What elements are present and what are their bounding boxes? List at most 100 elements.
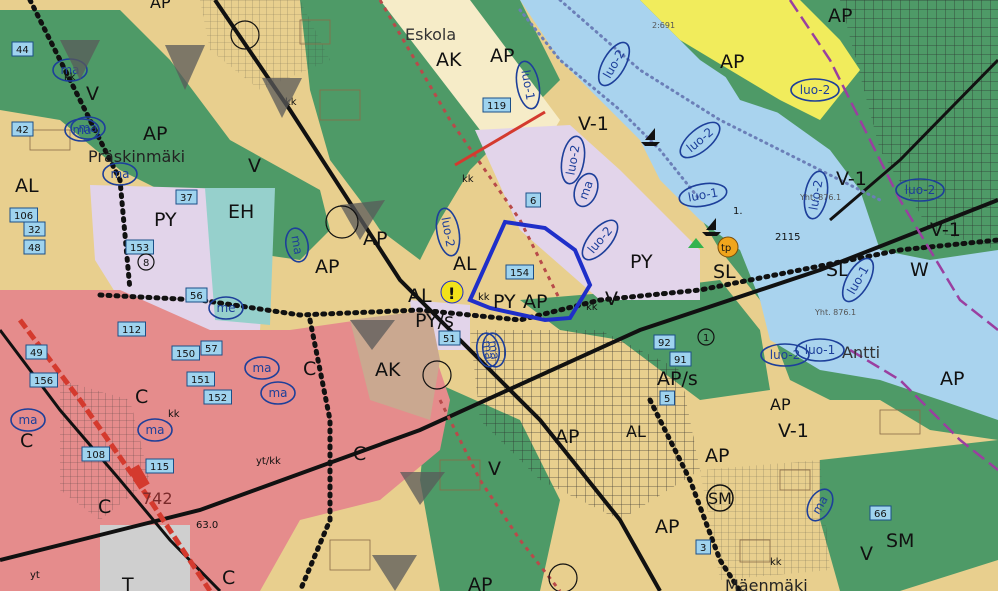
tree-arrow-icon (60, 40, 100, 80)
grid-east-lake (840, 0, 998, 250)
label-742: 742 (142, 489, 173, 508)
zone-label-pys: PY/s (415, 310, 454, 332)
label-kk: kk (770, 557, 782, 568)
water-lake (520, 0, 998, 420)
oval-label: ma (145, 423, 164, 437)
label-kk: kk (478, 292, 490, 303)
shoreline-circle-line (518, 8, 702, 202)
dotted-boundary-south (297, 317, 333, 591)
oval-luo2: luo-2 (790, 78, 840, 102)
cemetery-eh (205, 188, 275, 325)
zone-label-v1: V-1 (578, 113, 609, 135)
dotted-boundary-east (647, 397, 743, 591)
number-box: 119 (482, 97, 511, 113)
oval-label: ma (78, 121, 97, 135)
oval-ma: ma (102, 162, 138, 186)
number-box: 51 (438, 330, 461, 346)
oval-me: me (208, 296, 244, 320)
zone-label-ap: AP (490, 45, 514, 67)
oval-luo1: luo-1 (795, 338, 845, 362)
zone-label-ap: AP (655, 516, 679, 538)
label-kk: kk (586, 302, 598, 313)
small-circle-marker (422, 360, 452, 390)
circled-8-marker (137, 253, 155, 271)
oval-label: ma (288, 234, 305, 255)
purple-dashed-line (788, 0, 998, 331)
small-circle-marker (325, 205, 359, 239)
number-box: 91 (669, 351, 692, 367)
t-zone (100, 525, 190, 591)
number-box: 115 (145, 458, 174, 474)
zone-label-v: V (605, 288, 618, 310)
oval-ma: ma (10, 408, 46, 432)
oval-label: luo-2 (438, 216, 457, 248)
number-box: 49 (25, 344, 48, 360)
zone-label-c: C (353, 443, 366, 465)
oval-label: ma (18, 413, 37, 427)
number-box-label: 154 (510, 268, 529, 279)
label-1-dot: 1. (733, 206, 743, 217)
zone-label-c: C (222, 567, 235, 589)
dotted-boundary-ring (97, 237, 998, 323)
oval-ma: ma (137, 418, 173, 442)
label-2691: 2:691 (652, 21, 675, 30)
tree-arrow-icon (262, 78, 302, 118)
oval-label: luo-2 (905, 183, 935, 197)
oval-label: ma (479, 339, 496, 360)
recreation-southeast (820, 440, 998, 591)
oval-ma: ma (475, 332, 501, 368)
number-box: 56 (185, 287, 208, 303)
oval-label: ma (110, 167, 129, 181)
label-kk: kk (285, 97, 297, 108)
number-box-label: 106 (14, 211, 33, 222)
number-box: 154 (505, 264, 534, 280)
zone-label-ap: AP (720, 51, 744, 73)
label-kk: kk (462, 174, 474, 185)
tp-icon: tp (717, 236, 739, 258)
number-box-label: 156 (34, 376, 53, 387)
number-box: 108 (81, 446, 110, 462)
highlighted-plan-area[interactable] (467, 219, 593, 323)
circled-1-marker (697, 328, 715, 346)
oval-luo2: luo-2 (760, 343, 810, 367)
number-box-label: 119 (487, 101, 506, 112)
numbered-boxes: 4442106324837153561196154112150151152575… (9, 41, 892, 555)
swim-triangle-icon (688, 238, 704, 248)
number-box: 106 (9, 207, 38, 223)
place-name-praskinmaki: Präskinmäki (88, 147, 185, 166)
zone-label-v1: V-1 (930, 219, 961, 241)
oval-designations: mamamamamamamamamamamamamaluo-1luo-1luo-… (10, 41, 945, 522)
tree-arrow-icon (350, 320, 395, 350)
zone-label-py: PY (630, 251, 653, 273)
oval-label: luo-2 (800, 83, 830, 97)
zone-label-aps: AP/s (657, 368, 698, 390)
sm-circle (706, 484, 734, 512)
number-box: 156 (29, 372, 58, 388)
red-boundary-line (454, 110, 546, 167)
oval-label: me (216, 301, 235, 315)
number-box: 5 (659, 390, 675, 406)
oval-ma: ma (244, 356, 280, 380)
number-box-label: 92 (658, 338, 671, 349)
circled-8-text: 8 (143, 258, 149, 269)
oval-label: luo-1 (518, 69, 537, 101)
purple-dashed-line-2 (849, 348, 998, 471)
number-box-label: 32 (28, 225, 41, 236)
zone-label-ap: AP (555, 426, 579, 448)
number-box-label: 56 (190, 291, 203, 302)
place-names: Eskola Präskinmäki Mäenmäki Antti kk kk … (30, 21, 880, 591)
oval-ma: ma (70, 116, 106, 140)
zone-label-v1: V-1 (836, 168, 867, 190)
warning-icon-text: ! (448, 284, 455, 303)
zone-label-al: AL (453, 253, 477, 275)
warning-icon: ! (440, 280, 464, 304)
label-2115: 2115 (775, 232, 800, 243)
number-box-label: 115 (150, 462, 169, 473)
zone-label-ap: AP (770, 395, 791, 414)
number-box: 57 (200, 340, 223, 356)
number-box: 152 (203, 389, 232, 405)
number-box-label: 151 (191, 375, 210, 386)
number-box: 3 (695, 539, 711, 555)
recreation-corridor (520, 280, 770, 400)
